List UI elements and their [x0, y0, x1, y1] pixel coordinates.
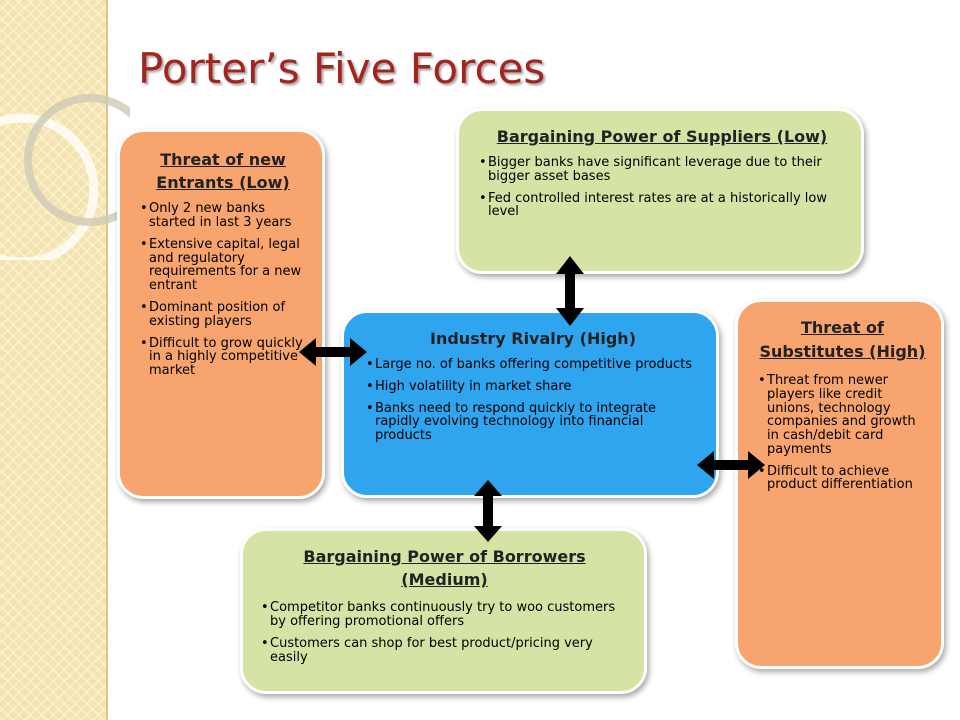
bullet-item: Competitor banks continuously try to woo… [261, 601, 628, 629]
force-heading-suppliers: Bargaining Power of Suppliers (Low) [496, 127, 828, 146]
force-heading-substitutes: Threat of Substitutes (High) [759, 318, 926, 361]
double-arrow-vertical-icon [474, 480, 502, 542]
bullet-list: Threat from newer players like credit un… [758, 374, 927, 492]
bullet-item: Customers can shop for best product/pric… [261, 637, 628, 665]
bullet-list: Bigger banks have significant leverage d… [479, 156, 845, 219]
bullet-item: Banks need to respond quickly to integra… [366, 401, 700, 443]
force-box-industry-rivalry: Industry Rivalry (High) Large no. of ban… [341, 310, 719, 498]
bullet-item: Difficult to grow quickly in a highly co… [140, 336, 306, 378]
double-arrow-horizontal-icon [299, 338, 367, 366]
decorative-rings [0, 94, 130, 260]
bullet-item: Only 2 new banks started in last 3 years [140, 202, 306, 230]
bullet-list: Large no. of banks offering competitive … [366, 358, 700, 443]
double-arrow-horizontal-icon [697, 451, 765, 479]
force-box-new-entrants: Threat of new Entrants (Low) Only 2 new … [117, 129, 325, 499]
bullet-item: High volatility in market share [366, 380, 700, 394]
bullet-item: Threat from newer players like credit un… [758, 374, 927, 457]
bullet-item: Extensive capital, legal and regulatory … [140, 238, 306, 293]
side-stripe-edge [106, 0, 108, 720]
force-box-substitutes: Threat of Substitutes (High) Threat from… [735, 299, 944, 669]
bullet-list: Competitor banks continuously try to woo… [261, 601, 628, 664]
bullet-item: Fed controlled interest rates are at a h… [479, 191, 845, 220]
bullet-item: Dominant position of existing players [140, 301, 306, 329]
force-heading-industry-rivalry: Industry Rivalry (High) [430, 329, 636, 348]
bullet-list: Only 2 new banks started in last 3 years… [140, 202, 306, 377]
force-heading-new-entrants: Threat of new Entrants (Low) [156, 150, 290, 193]
force-box-borrowers: Bargaining Power of Borrowers (Medium) C… [240, 528, 647, 694]
bullet-item: Bigger banks have significant leverage d… [479, 156, 845, 184]
slide-title: Porter’s Five Forces [138, 44, 546, 93]
force-heading-borrowers: Bargaining Power of Borrowers (Medium) [303, 547, 586, 590]
double-arrow-vertical-icon [556, 256, 584, 326]
force-box-suppliers: Bargaining Power of Suppliers (Low) Bigg… [456, 108, 864, 274]
bullet-item: Large no. of banks offering competitive … [366, 358, 700, 372]
bullet-item: Difficult to achieve product differentia… [758, 464, 927, 493]
